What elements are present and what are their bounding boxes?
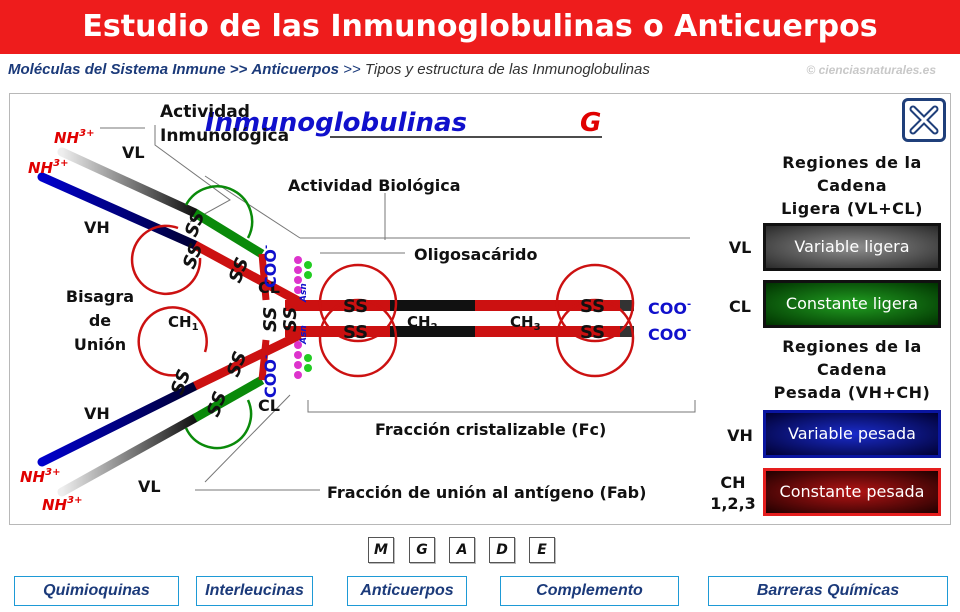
label-union: Unión bbox=[74, 335, 126, 354]
ss-bond: SS bbox=[167, 367, 195, 398]
label-de: de bbox=[89, 311, 111, 330]
legend-key-cl: CL bbox=[729, 297, 751, 316]
legend-constante-ligera[interactable]: Constante ligera bbox=[763, 280, 941, 328]
page-title: Estudio de las Inmunoglobulinas o Anticu… bbox=[0, 0, 960, 54]
label-ch1: CH1 bbox=[168, 313, 199, 333]
ig-m-button[interactable]: M bbox=[368, 537, 394, 563]
breadcrumb-current: Tipos y estructura de las Inmunoglobulin… bbox=[364, 61, 650, 78]
label-bisagra: Bisagra bbox=[66, 287, 134, 306]
label-coo-1: COO- bbox=[648, 299, 691, 318]
label-fab: Fracción de unión al antígeno (Fab) bbox=[327, 483, 646, 502]
label-vl-bottom: VL bbox=[138, 477, 161, 496]
nav-complemento[interactable]: Complemento bbox=[500, 576, 679, 606]
nav-interleucinas[interactable]: Interleucinas bbox=[196, 576, 313, 606]
light-chain-heading: Regiones de la Cadena Ligera (VL+CL) bbox=[781, 153, 923, 218]
ss-bond: SS bbox=[580, 296, 605, 317]
ss-bond: SS bbox=[223, 349, 251, 380]
ss-bond: SS bbox=[260, 307, 281, 332]
lower-fab-arm bbox=[37, 306, 302, 497]
label-fc: Fracción cristalizable (Fc) bbox=[375, 420, 606, 439]
legend-variable-pesada[interactable]: Variable pesada bbox=[763, 410, 941, 458]
ig-a-button[interactable]: A bbox=[449, 537, 475, 563]
ig-e-button[interactable]: E bbox=[529, 537, 555, 563]
label-actividad-biologica: Actividad Biológica bbox=[288, 176, 461, 195]
fc-stem bbox=[285, 263, 635, 378]
label-vh-bottom: VH bbox=[84, 404, 110, 423]
label-ch3: CH3 bbox=[510, 313, 541, 333]
breadcrumb-separator: >> bbox=[229, 61, 248, 78]
label-vl-top: VL bbox=[122, 143, 145, 162]
label-cl-bottom: CL bbox=[258, 396, 280, 415]
legend-key-ch: CH 1,2,3 bbox=[710, 473, 756, 513]
legend-key-vl: VL bbox=[728, 238, 752, 257]
label-coo-3: COO- bbox=[261, 245, 280, 288]
heavy-chain-heading: Regiones de la Cadena Pesada (VH+CH) bbox=[773, 337, 931, 402]
close-button[interactable] bbox=[902, 98, 946, 142]
label-coo-4: COO- bbox=[261, 355, 280, 398]
oligosaccharide-chain bbox=[294, 256, 312, 379]
legend-variable-ligera[interactable]: Variable ligera bbox=[763, 223, 941, 271]
diagram-title: Inmunoglobulinas bbox=[205, 108, 467, 138]
diagram-title-letter: G bbox=[580, 108, 601, 138]
label-nh3-3: NH3+ bbox=[20, 467, 60, 486]
legend-key-vh: VH bbox=[727, 426, 753, 445]
nav-anticuerpos[interactable]: Anticuerpos bbox=[347, 576, 467, 606]
breadcrumb-link-anticuerpos[interactable]: Anticuerpos bbox=[251, 61, 339, 78]
label-asn-2: Asn bbox=[299, 325, 309, 345]
ss-bond: SS bbox=[280, 307, 301, 332]
ss-bond: SS bbox=[343, 296, 368, 317]
close-x-icon bbox=[909, 105, 939, 135]
label-inmunologica: Inmunológica bbox=[160, 126, 289, 146]
label-nh3-1: NH3+ bbox=[54, 128, 94, 147]
label-vh-top: VH bbox=[84, 218, 110, 237]
label-actividad: Actividad bbox=[160, 102, 250, 122]
nav-quimioquinas[interactable]: Quimioquinas bbox=[14, 576, 179, 606]
label-nh3-2: NH3+ bbox=[28, 158, 68, 177]
upper-fab-arm bbox=[37, 147, 303, 306]
legend-constante-pesada[interactable]: Constante pesada bbox=[763, 468, 941, 516]
breadcrumb-link-moleculas[interactable]: Moléculas del Sistema Inmune bbox=[8, 61, 226, 78]
label-oligosacarido: Oligosacárido bbox=[414, 245, 537, 264]
label-asn-1: Asn bbox=[299, 283, 309, 303]
nav-barreras-quimicas[interactable]: Barreras Químicas bbox=[708, 576, 948, 606]
label-ch2: CH2 bbox=[407, 313, 438, 333]
watermark: © cienciasnaturales.es bbox=[806, 63, 936, 77]
ig-g-button[interactable]: G bbox=[409, 537, 435, 563]
label-nh3-4: NH3+ bbox=[42, 495, 82, 514]
ss-bond: SS bbox=[580, 322, 605, 343]
breadcrumb-separator: >> bbox=[343, 61, 361, 78]
label-cl-top: CL bbox=[258, 278, 280, 297]
ss-bond: SS bbox=[343, 322, 368, 343]
breadcrumb: Moléculas del Sistema Inmune >> Anticuer… bbox=[8, 61, 650, 78]
label-coo-2: COO- bbox=[648, 325, 691, 344]
ss-bond: SS bbox=[203, 389, 231, 420]
ig-d-button[interactable]: D bbox=[489, 537, 515, 563]
